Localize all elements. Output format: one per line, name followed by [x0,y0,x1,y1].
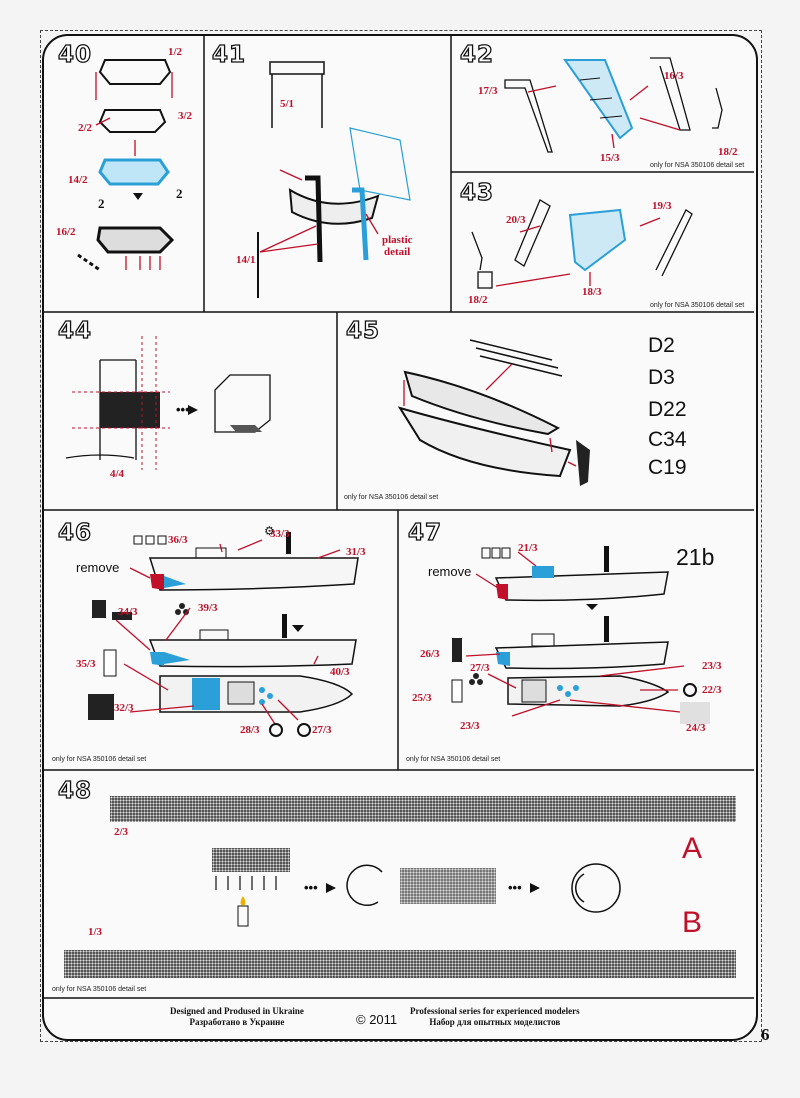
label-25-3: 25/3 [412,692,432,704]
mesh-strip-b [64,950,736,978]
step-40-number: 40 [57,41,93,68]
note-43: only for NSA 350106 detail set [650,302,745,309]
label-14-2: 14/2 [68,174,88,186]
label-36-3: 36/3 [168,534,188,546]
label-22-3: 22/3 [702,684,722,696]
code-c19: C19 [648,456,687,479]
label-2-2: 2/2 [78,122,93,134]
label-plastic: plastic [382,234,413,246]
label-35-3: 35/3 [76,658,96,670]
note-46: only for NSA 350106 detail set [52,756,147,763]
label-15-3: 15/3 [600,152,620,164]
label-3-2: 3/2 [178,110,193,122]
label-4-4: 4/4 [110,468,125,480]
label-18-2-a: 18/2 [718,146,738,158]
label-20-3: 20/3 [506,214,526,226]
label-2-right: 2 [176,186,183,201]
label-40-3: 40/3 [330,666,350,678]
label-27-3-b: 27/3 [470,662,490,674]
footer-right-line2: Набор для опытных моделистов [429,1017,561,1027]
label-16-2: 16/2 [56,226,76,238]
label-33-3: 33/3 [270,528,290,540]
label-24-3: 24/3 [686,722,706,734]
mesh-piece-flat [212,848,290,872]
step-46-number: 46 [57,519,93,546]
label-5-1: 5/1 [280,98,295,110]
footer-series: Professional series for experienced mode… [410,1006,580,1028]
label-32-3: 32/3 [114,702,134,714]
remove-label-46: remove [76,560,120,575]
label-18-3: 18/3 [582,286,602,298]
dashed-border [40,30,762,1042]
label-1-3: 1/3 [88,926,103,938]
label-18-2-b: 18/2 [468,294,488,306]
footer-copyright: © 2011 [356,1012,398,1027]
svg-text:⚙: ⚙ [264,524,275,538]
remove-label-47: remove [428,564,472,579]
note-45: only for NSA 350106 detail set [344,494,439,501]
label-1-2: 1/2 [168,46,183,58]
label-39-3: 39/3 [198,602,218,614]
svg-text:•••: ••• [304,880,318,895]
svg-text:•••: ••• [508,880,522,895]
label-16-3: 16/3 [664,70,684,82]
label-21-3: 21/3 [518,542,538,554]
footer-right-line1: Professional series for experienced mode… [410,1006,580,1016]
code-c34: C34 [648,428,687,451]
label-28-3: 28/3 [240,724,260,736]
code-d3: D3 [648,366,675,389]
note-47: only for NSA 350106 detail set [406,756,501,763]
label-b: B [682,906,703,939]
label-23-3-a: 23/3 [702,660,722,672]
footer-left-line1: Designed and Produsеd in Ukraine [170,1006,304,1016]
note-48: only for NSA 350106 detail set [52,986,147,993]
code-21b: 21b [676,544,715,570]
label-2-3: 2/3 [114,826,129,838]
label-26-3: 26/3 [420,648,440,660]
label-23-3-b: 23/3 [460,720,480,732]
label-31-3: 31/3 [346,546,366,558]
label-34-3: 34/3 [118,606,138,618]
svg-text:•••: ••• [176,402,190,417]
step-41-number: 41 [211,41,247,68]
footer-designed: Designed and Produsеd in Ukraine Разрабо… [170,1006,304,1028]
label-14-1: 14/1 [236,254,256,266]
note-42: only for NSA 350106 detail set [650,162,745,169]
step-42-number: 42 [459,41,495,68]
label-2-left: 2 [98,196,105,211]
label-17-3: 17/3 [478,85,498,97]
label-27-3: 27/3 [312,724,332,736]
step-43-number: 43 [459,179,495,206]
step-44-number: 44 [57,317,93,344]
label-detail: detail [384,246,411,258]
label-19-3: 19/3 [652,200,672,212]
step-45-number: 45 [345,317,381,344]
page-number: 6 [761,1025,770,1044]
label-a: A [682,832,703,865]
step-47-number: 47 [407,519,443,546]
code-d2: D2 [648,334,675,357]
footer-left-line2: Разработано в Украине [189,1017,285,1027]
mesh-piece-bent [400,868,496,904]
step-48-number: 48 [57,777,93,804]
code-d22: D22 [648,398,687,421]
mesh-strip-a [110,796,736,822]
